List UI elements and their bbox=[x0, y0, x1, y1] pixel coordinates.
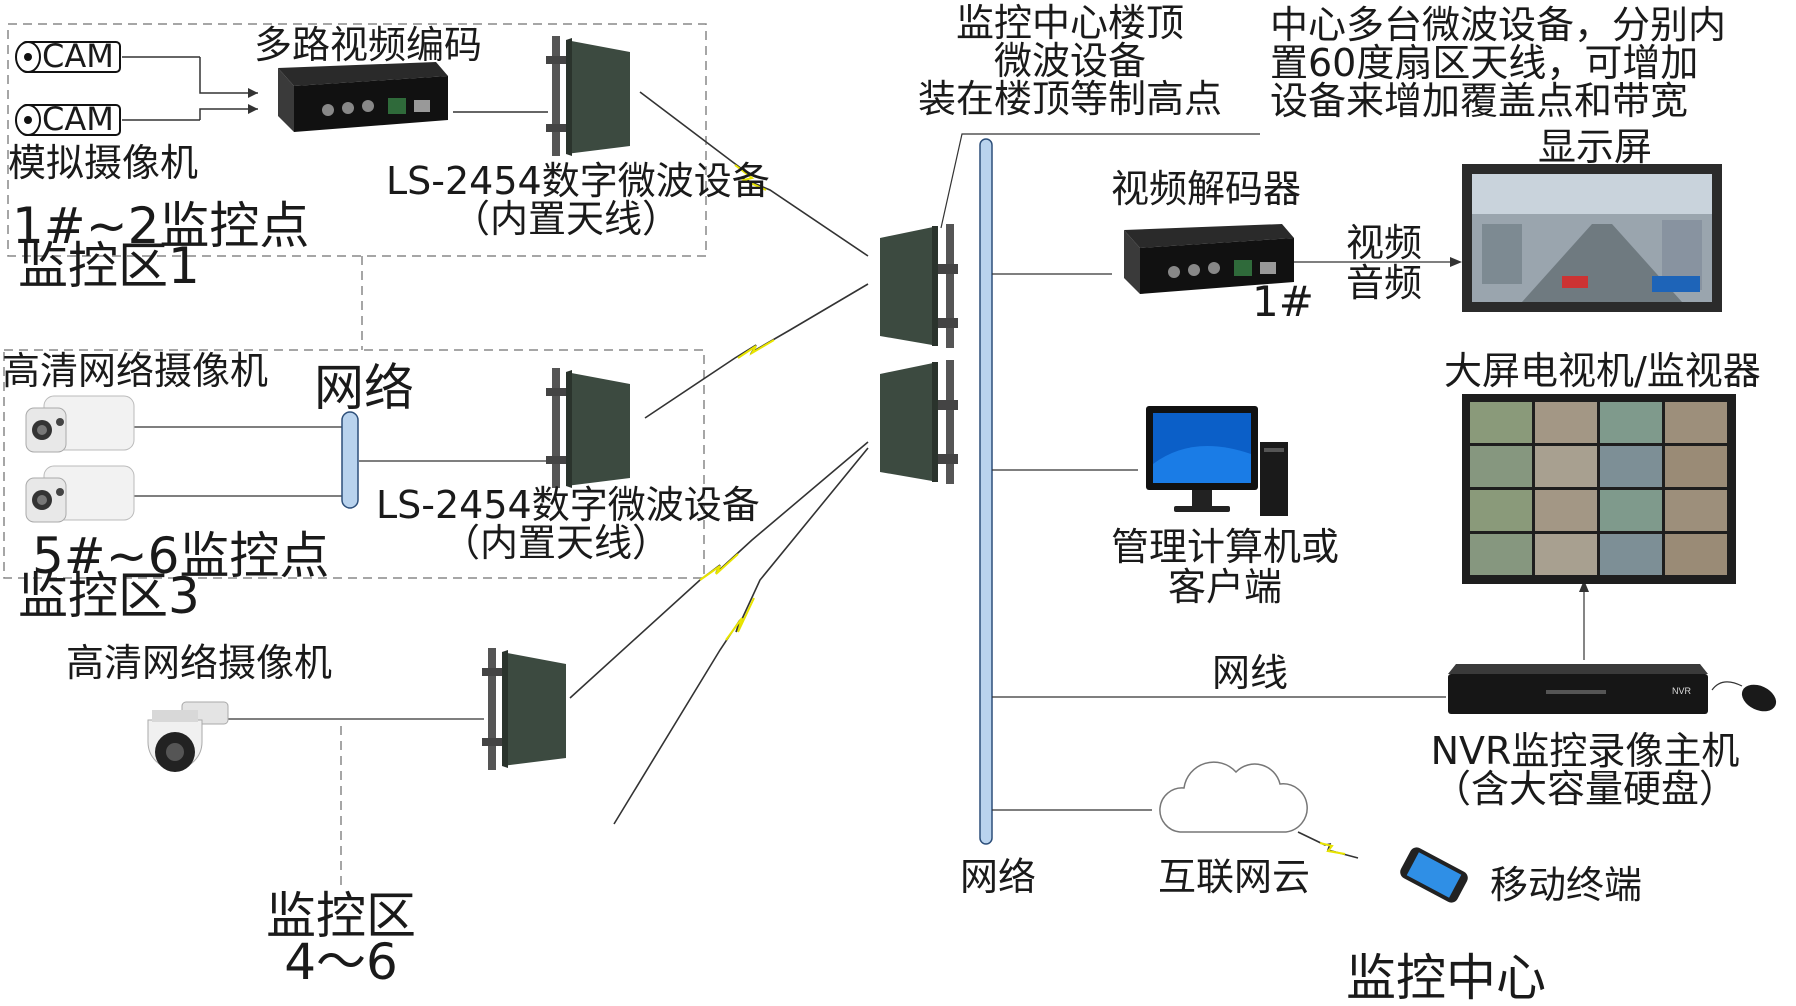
zone3-device-note: （内置天线） bbox=[442, 521, 671, 565]
analog-camera-label: 模拟摄像机 bbox=[8, 141, 199, 185]
zone3-camera-title: 高清网络摄像机 bbox=[2, 349, 269, 393]
bullet-camera-icon bbox=[22, 462, 136, 532]
zone1-frame bbox=[7, 23, 707, 257]
zone3-device-name: LS-2454数字微波设备 bbox=[376, 483, 760, 527]
video-wall-tile bbox=[1600, 402, 1662, 443]
zone3-network-label: 网络 bbox=[314, 359, 414, 417]
analog-camera-icon bbox=[14, 40, 122, 74]
zone46-title-line2: 4～6 bbox=[284, 933, 398, 991]
multi-device-note-3: 设备来增加覆盖点和带宽 bbox=[1270, 79, 1689, 123]
multi-device-note-1: 中心多台微波设备，分别内 bbox=[1270, 3, 1727, 47]
microwave-radio-icon bbox=[540, 36, 634, 156]
zone1-title: 监控区1 bbox=[18, 237, 200, 295]
video-label: 视频 bbox=[1346, 221, 1423, 265]
cloud-label: 互联网云 bbox=[1158, 855, 1311, 899]
mouse-icon bbox=[1738, 680, 1780, 716]
zone1-device-note: （内置天线） bbox=[452, 197, 681, 241]
decoder-label: 视频解码器 bbox=[1110, 167, 1301, 211]
decoder-id: 1# bbox=[1252, 277, 1314, 326]
microwave-radio-icon bbox=[876, 360, 966, 484]
video-wall-tile bbox=[1535, 446, 1597, 487]
cam-label-1: CAM bbox=[42, 37, 114, 75]
video-wall-tile bbox=[1665, 446, 1727, 487]
dome-camera-icon bbox=[122, 676, 232, 788]
encoder-title: 多路视频编码 bbox=[254, 23, 483, 67]
svg-text:NVR: NVR bbox=[1672, 686, 1692, 696]
network-switch-icon bbox=[340, 410, 360, 510]
rooftop-label-1: 监控中心楼顶 bbox=[955, 1, 1184, 45]
video-wall-tile bbox=[1600, 534, 1662, 575]
video-wall-icon bbox=[1462, 394, 1736, 584]
microwave-radio-icon bbox=[876, 224, 966, 348]
video-wall-tile bbox=[1470, 446, 1532, 487]
zone1-points: 1#~2监控点 bbox=[12, 197, 310, 255]
video-wall-tile bbox=[1665, 490, 1727, 531]
video-wall-tile bbox=[1665, 534, 1727, 575]
cloud-icon bbox=[1150, 758, 1310, 842]
nvr-label-1: NVR监控录像主机 bbox=[1430, 729, 1740, 773]
microwave-radio-icon bbox=[540, 368, 634, 488]
zone3-title: 监控区3 bbox=[18, 567, 200, 625]
video-wall-tile bbox=[1535, 534, 1597, 575]
backbone-pipe bbox=[979, 138, 993, 845]
video-wall-tile bbox=[1470, 402, 1532, 443]
video-wall-tile bbox=[1470, 534, 1532, 575]
audio-label: 音频 bbox=[1346, 261, 1423, 305]
video-wall-tile bbox=[1600, 446, 1662, 487]
video-wall-tile bbox=[1665, 402, 1727, 443]
display-label: 显示屏 bbox=[1537, 125, 1652, 169]
mobile-label: 移动终端 bbox=[1490, 863, 1643, 907]
video-wall-tile bbox=[1600, 490, 1662, 531]
microwave-radio-icon bbox=[476, 648, 570, 770]
zone3-points: 5#~6监控点 bbox=[32, 527, 330, 585]
video-wall-tile bbox=[1535, 490, 1597, 531]
analog-camera-icon bbox=[14, 103, 122, 137]
video-encoder-icon bbox=[264, 58, 450, 144]
cable-label: 网线 bbox=[1212, 651, 1289, 695]
multi-device-note-2: 置60度扇区天线，可增加 bbox=[1270, 41, 1699, 85]
rooftop-label-3: 装在楼顶等制高点 bbox=[917, 77, 1222, 121]
mobile-phone-icon bbox=[1394, 846, 1474, 904]
computer-icon bbox=[1144, 404, 1294, 524]
video-decoder-icon bbox=[1110, 220, 1296, 306]
pc-label-1: 管理计算机或 bbox=[1110, 525, 1339, 569]
display-screen-icon bbox=[1462, 164, 1722, 312]
zone46-title-line1: 监控区 bbox=[266, 887, 416, 945]
center-network-label: 网络 bbox=[960, 855, 1037, 899]
nvr-icon: NVR bbox=[1446, 658, 1710, 718]
video-wall-label: 大屏电视机/监视器 bbox=[1444, 349, 1761, 393]
zone46-camera-title: 高清网络摄像机 bbox=[66, 641, 333, 685]
rooftop-label-2: 微波设备 bbox=[993, 39, 1146, 83]
video-wall-tile bbox=[1470, 490, 1532, 531]
zone3-frame bbox=[3, 349, 705, 579]
monitoring-center-title: 监控中心 bbox=[1346, 949, 1546, 1006]
zone1-device-name: LS-2454数字微波设备 bbox=[386, 159, 770, 203]
cam-label-2: CAM bbox=[42, 100, 114, 138]
pc-label-2: 客户端 bbox=[1167, 565, 1282, 609]
video-wall-tile bbox=[1535, 402, 1597, 443]
bullet-camera-icon bbox=[22, 392, 136, 462]
nvr-label-2: （含大容量硬盘） bbox=[1432, 767, 1737, 811]
wireless-links bbox=[569, 91, 1359, 859]
